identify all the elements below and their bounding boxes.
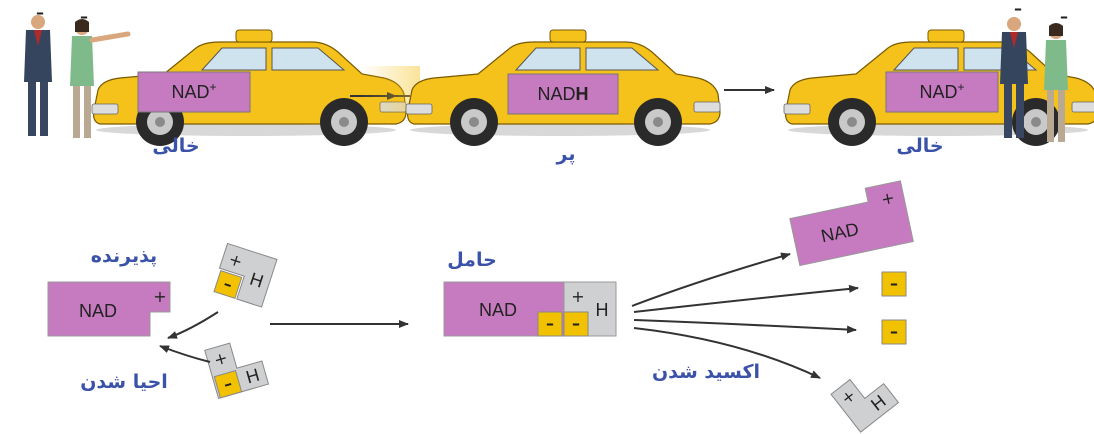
svg-text:–: – xyxy=(890,274,898,293)
hydrogen-lower-h: H xyxy=(244,365,262,388)
taxi-middle-caption: پر xyxy=(556,143,576,165)
taxi-right-nad-label: NAD+ xyxy=(919,80,964,102)
taxi-middle-nad-label: NADH xyxy=(537,84,588,104)
person-woman-left xyxy=(70,19,94,138)
taxi-left-nad-sign xyxy=(137,71,251,113)
carrier-h-text: H xyxy=(596,300,609,320)
hydrogen-piece-upper xyxy=(218,242,278,308)
released-electron-1 xyxy=(881,271,907,297)
electron-upper xyxy=(213,270,243,300)
taxi-left-nad-label: NAD+ xyxy=(171,80,216,102)
oxidation-arrow-to-electron-2 xyxy=(633,319,857,334)
acceptor-nad-text: NAD xyxy=(79,301,117,321)
hydride-lower: + H – xyxy=(204,342,270,400)
reduction-arrow-upper xyxy=(167,311,219,339)
electron-lower xyxy=(213,370,243,399)
released-hydrogen-piece xyxy=(830,378,900,433)
carrier-plus-sign: + xyxy=(571,287,584,306)
released-nad-box xyxy=(789,180,914,267)
oxidation-arrow-to-hydrogen xyxy=(633,327,821,379)
electron-sign-top-left-1: – xyxy=(36,3,44,22)
oxidation-label: اکسید شدن xyxy=(652,361,760,383)
person-man-left xyxy=(24,15,52,136)
acceptor-nad-box xyxy=(47,281,171,337)
taxi-right-nad-sign xyxy=(885,71,999,113)
electron-sign-top-left-2: – xyxy=(80,7,88,26)
electron-sign-top-right-1: – xyxy=(1014,0,1022,18)
released-nad: NAD + xyxy=(789,180,914,267)
carrier-electron-2 xyxy=(563,311,589,337)
carrier-title: حامل xyxy=(447,249,497,271)
svg-text:–: – xyxy=(572,314,580,333)
released-nad-plus: + xyxy=(879,188,896,209)
hydride-upper: + H – xyxy=(213,242,278,308)
hydrogen-upper-plus: + xyxy=(226,249,245,271)
taxi-left: NAD+ xyxy=(91,29,407,147)
taxi-right-caption: خالی xyxy=(896,135,943,157)
hydrogen-upper-h: H xyxy=(247,269,266,292)
taxi-left-caption: خالی xyxy=(152,135,199,157)
svg-text:–: – xyxy=(546,314,554,333)
taxi-middle-nad-sign xyxy=(507,73,619,115)
svg-text:–: – xyxy=(890,322,898,341)
hydrogen-lower-plus: + xyxy=(212,348,230,370)
acceptor-title: پذیرنده xyxy=(91,245,157,267)
released-electron-2 xyxy=(881,319,907,345)
electron-sign-top-right-2: – xyxy=(1060,7,1068,26)
acceptor-plus-sign: + xyxy=(153,287,166,306)
reduction-label: احیا شدن xyxy=(80,371,168,393)
released-hydrogen: + H xyxy=(830,378,900,433)
hailing-arm xyxy=(89,31,131,43)
carrier-electron-1 xyxy=(537,311,563,337)
reduction-arrow-lower xyxy=(159,345,211,363)
oxidation-arrow-to-nad xyxy=(631,252,791,307)
carrier-nad-text: NAD xyxy=(479,300,517,320)
taxi-middle: NADH xyxy=(405,29,721,147)
taxi-right: NAD+ xyxy=(783,29,1094,147)
oxidation-arrow-to-electron-1 xyxy=(633,284,859,313)
